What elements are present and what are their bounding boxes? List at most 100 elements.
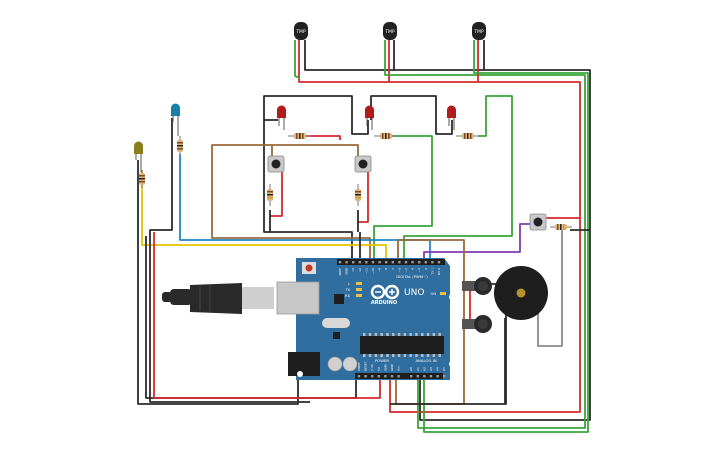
header-pin[interactable] [377,375,380,378]
potentiometer-2[interactable] [462,315,492,333]
red-led-2[interactable] [365,105,374,131]
header-pin[interactable] [364,375,367,378]
pushbutton-1[interactable] [267,155,285,173]
pushbutton-2[interactable] [354,155,372,173]
on-label: ON [431,292,437,296]
header-pin[interactable] [436,375,439,378]
wire-tmp1-green [294,40,301,79]
header-pin[interactable] [390,375,394,378]
wire-led-ground [263,95,453,135]
pin-label: GND [345,267,349,275]
usb-chip [334,294,344,304]
resistor-button-2[interactable] [355,184,361,206]
pin-label: Vin [397,366,401,371]
wires [137,40,591,433]
header-pin[interactable] [357,375,361,378]
wire-tmp3-green [423,40,589,433]
yellow-led[interactable] [134,141,143,172]
pin-label: GND [390,363,394,371]
wire-led3-signal [403,95,513,262]
wire-btn3-gray [537,230,563,347]
header-pin[interactable] [429,375,433,378]
crystal [322,318,350,328]
header-pin[interactable] [398,261,401,264]
pin-label: 13 [351,268,355,272]
pin-label: A1 [416,367,420,371]
pin-label: AREF [338,268,342,276]
resistors [139,133,572,230]
header-pin[interactable] [371,261,375,264]
pin-label: A5 [442,367,446,371]
microcontroller-chip [360,336,444,354]
piezo-buzzer[interactable] [494,266,548,320]
header-pin[interactable] [385,261,388,264]
wire-btn-black [269,210,359,232]
sensor-label: TMP [384,29,395,35]
header-pin[interactable] [404,261,408,264]
power-jack [288,352,320,376]
pushbutton-3[interactable] [529,213,547,231]
usb-jack [276,281,320,315]
temperature-sensor-3[interactable]: TMP [472,22,486,40]
header-pin[interactable] [358,261,361,264]
wire-led1-signal [306,135,341,140]
header-pin[interactable] [384,375,387,378]
header-pin[interactable] [443,375,446,378]
header-pin[interactable] [416,375,419,378]
resistor-blue-led[interactable] [177,136,183,156]
red-led-1[interactable] [277,105,286,131]
pin-label: RESET [364,361,368,371]
header-pin[interactable] [345,261,348,264]
wire-tmp1-red [298,40,581,413]
led-label-l: L [348,282,350,286]
header-pin[interactable] [423,375,426,378]
header-pin[interactable] [352,261,355,264]
led-label-tx: TX [344,288,350,292]
header-pin[interactable] [365,261,368,264]
pin-label: GND [383,363,387,371]
resistor-yellow-led[interactable] [139,170,145,188]
resistor-button-3[interactable] [550,224,572,230]
capacitor [342,356,358,372]
pin-label: A2 [422,367,426,371]
wire-btn2-red [358,170,369,223]
pin-label: ~9 [378,268,382,273]
resistor-led-3[interactable] [456,133,480,139]
sensor-label: TMP [473,29,484,35]
resistor-led-2[interactable] [374,133,398,139]
header-pin[interactable] [411,261,414,264]
header-pin[interactable] [391,261,394,264]
header-pin[interactable] [424,261,427,264]
pin-label: ~11 [364,268,368,274]
usb-cable [162,283,274,314]
resistor-led-1[interactable] [288,133,312,139]
pin-label: A3 [429,367,433,371]
power-header-label: POWER [375,358,389,363]
header-pin[interactable] [338,261,342,264]
header-pin[interactable] [397,375,400,378]
header-pin[interactable] [378,261,381,264]
brand-label: ARDUINO [371,300,397,306]
led-label-rx: RX [345,294,350,298]
pin-label: ~5 [404,268,408,273]
temperature-sensor-1[interactable]: TMP [294,22,308,40]
red-led-3[interactable] [447,105,456,131]
wire-btn1-red [270,170,283,217]
pin-label: 3.3V [370,363,374,371]
pin-label: 5V [377,366,381,371]
pin-label: 2 [424,268,428,270]
temperature-sensor-2[interactable]: TMP [383,22,397,40]
pin-label: RX 0 [437,268,441,275]
header-pin[interactable] [410,375,413,378]
sensor-label: TMP [295,29,306,35]
potentiometer-1[interactable] [462,277,492,295]
header-pin[interactable] [418,261,421,264]
wire-led2-signal [373,135,433,262]
header-pin[interactable] [371,375,374,378]
pin-label: TX 1 [430,268,434,276]
header-pin[interactable] [437,261,441,264]
resistor-button-1[interactable] [267,184,273,206]
header-pin[interactable] [431,261,434,264]
blue-led[interactable] [171,103,180,137]
